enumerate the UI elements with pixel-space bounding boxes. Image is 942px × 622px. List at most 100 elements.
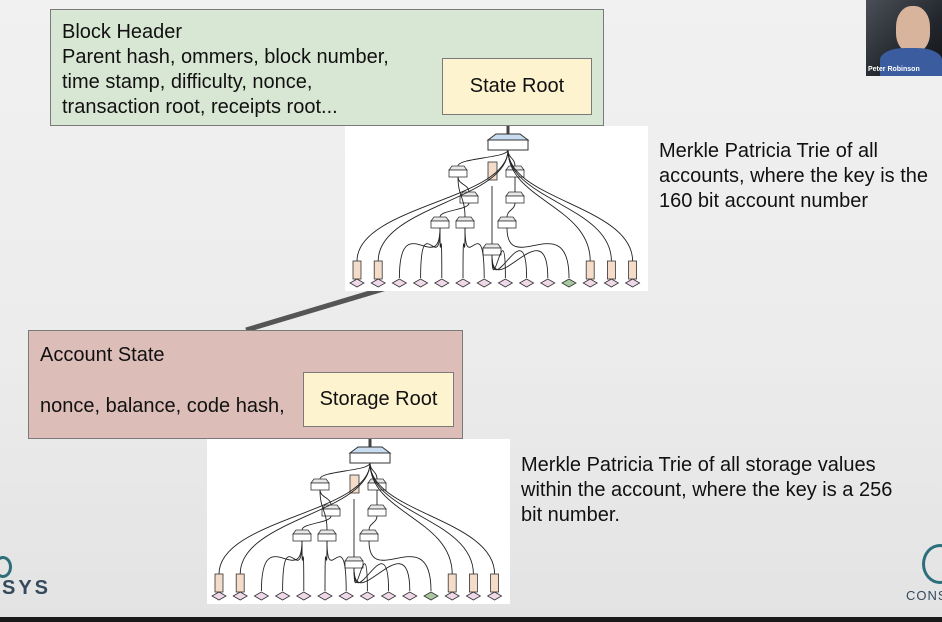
storage-trie-edge-6 [324,540,328,592]
storage-trie-leaf-node-13 [465,591,482,601]
storage-trie-description-line-2: within the account, where the key is a 2… [521,479,893,501]
state-trie-root-node [486,133,530,141]
state-trie-leaf-value-13 [606,260,616,280]
storage-trie-leaf-node-11 [423,591,439,601]
state-trie-edge-14 [507,149,634,262]
storage-trie-branch-node-5 [292,529,312,535]
state-trie-leaf-node-9 [518,278,535,288]
state-trie-leaf-node-12 [582,278,599,288]
account-state-title: Account State [40,344,165,366]
storage-trie-internal-edge-5 [301,515,332,531]
state-trie-leaf-node-2 [370,278,387,288]
storage-trie-branch-node-7-body [359,533,379,542]
storage-trie-diagram [207,439,510,604]
state-trie-edge-1 [356,149,509,262]
block-header-line-1: Parent hash, ommers, block number, [62,46,389,68]
state-trie-leaf-node-13 [603,278,620,288]
state-trie-branch-node-5-body [430,220,450,229]
storage-root-box: Storage Root [303,372,454,427]
storage-trie-leaf-node-10 [401,591,418,601]
state-trie-root-node-body [487,139,529,151]
storage-trie-edge-11 [368,540,432,592]
state-trie-branch-node-7-body [497,220,517,229]
state-trie-branch-node-5 [430,216,450,222]
state-trie-internal-edge-2 [507,149,516,167]
state-trie-internal-edge-7 [506,202,516,218]
state-trie-leaf-node-4 [412,278,429,288]
storage-trie-edge-9 [353,563,390,592]
state-trie-branch-node-8-body [482,247,502,256]
state-trie-branch-node-7 [497,216,517,222]
storage-trie-internal-edge-7 [368,515,378,531]
state-trie-description-line-1: Merkle Patricia Trie of all [659,140,878,162]
webcam-thumbnail[interactable]: Peter Robinson [866,0,942,76]
state-trie-leaf-node-5 [433,278,450,288]
state-trie-branch-node-4 [505,191,525,197]
storage-trie-edge-4 [282,540,303,592]
participant-name: Peter Robinson [868,66,920,73]
storage-trie-internal-edge-6 [319,489,328,531]
storage-trie-leaf-node-9 [380,591,397,601]
state-trie-leaf-value-14 [628,260,638,280]
storage-trie-leaf-value-1 [214,573,224,593]
bottom-bar [0,617,942,622]
storage-trie-leaf-value-2 [235,573,245,593]
storage-trie-leaf-node-14 [486,591,503,601]
state-trie-edge-6 [462,227,466,279]
state-root-box: State Root [442,58,592,115]
storage-trie-leaf-node-2 [232,591,249,601]
storage-trie-branch-node-5-body [292,533,312,542]
state-trie-edge-8 [491,250,506,279]
storage-trie-leaf-value-14 [490,573,500,593]
storage-trie-edge-2 [239,462,371,575]
storage-trie-root-node [348,446,392,454]
storage-trie-branch-node-7 [359,529,379,535]
state-trie-edge-10 [491,250,549,279]
storage-trie-edge-8 [353,563,368,592]
state-trie-leaf-value-2 [373,260,383,280]
state-trie-branch-node-6 [455,216,475,222]
storage-trie-leaf-node-1 [211,591,227,601]
storage-trie-internal-edge-1 [319,462,371,480]
state-trie-edge-2 [377,149,509,262]
storage-trie-edge-13 [369,462,474,575]
storage-trie-root-node-body [349,452,391,464]
storage-trie-description-line-3: bit number. [521,504,620,526]
storage-trie-branch-node-4-body [367,508,387,517]
state-trie-internal-edge-6 [457,176,466,218]
storage-trie-svg [211,439,503,601]
state-trie-edge-13 [507,149,612,262]
storage-trie-description: Merkle Patricia Trie of all storage valu… [521,453,892,528]
state-trie-internal-edge-1 [457,149,509,167]
left-logo-icon [0,556,12,578]
state-trie-leaf-node-11 [561,278,577,288]
left-logo-text: SYS [2,577,52,599]
state-trie-description-line-3: 160 bit account number [659,190,869,212]
storage-trie-branch-node-1 [310,478,330,484]
storage-trie-edge-5 [301,540,305,592]
storage-trie-branch-node-3 [321,504,341,510]
participant-body [880,48,942,76]
block-header-line-3: transaction root, receipts root... [62,96,338,118]
state-trie-description: Merkle Patricia Trie of all accounts, wh… [659,139,928,214]
storage-trie-leaf-node-6 [317,591,333,601]
state-trie-leaf-node-10 [539,278,556,288]
storage-trie-description-line-1: Merkle Patricia Trie of all storage valu… [521,454,876,476]
state-trie-edge-3 [398,227,441,279]
state-trie-edge-9 [491,250,528,279]
storage-root-label: Storage Root [319,388,438,410]
storage-trie-branch-node-8 [344,556,364,562]
storage-trie-leaf-node-8 [359,591,376,601]
storage-trie-edge-14 [369,462,496,575]
block-header-title: Block Header [62,21,183,43]
state-trie-edge-5 [439,227,443,279]
storage-trie-leaf-node-3 [253,591,270,601]
storage-trie-leaf-value-12 [447,573,457,593]
state-trie-internal-edge-5 [439,202,470,218]
storage-trie-branch-node-6 [317,529,337,535]
state-trie-branch-node-1 [448,165,468,171]
storage-trie-leaf-node-5 [295,591,312,601]
state-trie-diagram [345,126,648,291]
storage-trie-leaf-node-7 [338,591,355,601]
